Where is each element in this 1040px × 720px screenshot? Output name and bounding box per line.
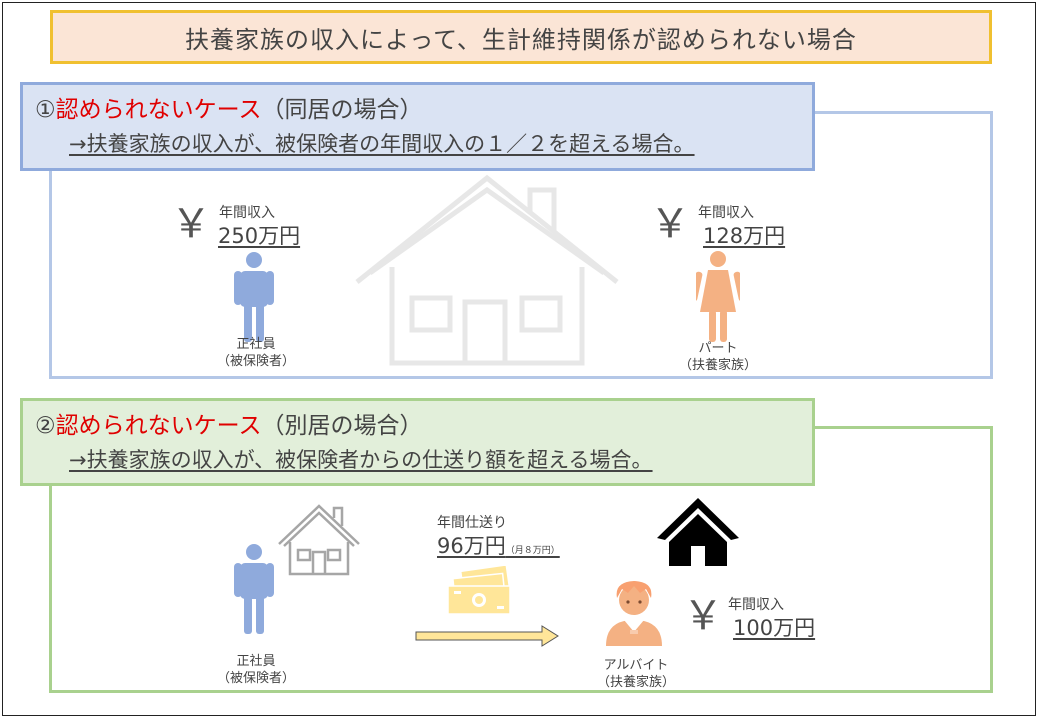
employee-person-icon (234, 544, 274, 634)
case1-description: →扶養家族の収入が、被保険者の年間収入の１／２を超える場合。 (69, 132, 695, 156)
yen-icon: ￥ (171, 201, 211, 247)
case2-employee-role-sub: （被保険者） (216, 671, 295, 686)
page-title-text: 扶養家族の収入によって、生計維持関係が認められない場合 (185, 25, 857, 54)
case1-header: ①認められないケース（同居の場合） →扶養家族の収入が、被保険者の年間収入の１／… (20, 82, 815, 171)
case1-dependent-income-label: 年間収入 (698, 205, 754, 221)
remittance-label: 年間仕送り (437, 515, 507, 531)
money-bills-icon (447, 566, 511, 615)
remittance-amount-value: 96万円 (437, 534, 506, 558)
case2-dependent-role-text: アルバイト (603, 658, 669, 673)
yen-icon: ￥ (650, 201, 690, 247)
case1-employee-role: 正社員 （被保険者） (206, 336, 306, 370)
remittance-monthly: （月８万円） (505, 546, 560, 556)
case1-condition: （同居の場合） (261, 97, 423, 123)
dependent-woman-icon (696, 251, 740, 342)
case2-dependent-income: 100万円 (733, 616, 816, 640)
case2-dependent-role: アルバイト （扶養家族） (586, 657, 686, 691)
case1-employee-income-label: 年間収入 (219, 205, 275, 221)
case2-condition: （別居の場合） (261, 413, 423, 439)
case1-label: 認められないケース (55, 97, 262, 123)
case2-header: ②認められないケース（別居の場合） →扶養家族の収入が、被保険者からの仕送り額を… (20, 398, 815, 486)
case1-employee-role-sub: （被保険者） (216, 354, 295, 369)
case2-description: →扶養家族の収入が、被保険者からの仕送り額を超える場合。 (69, 448, 653, 472)
case2-dependent-income-label: 年間収入 (728, 597, 784, 613)
employee-home-icon (278, 504, 360, 576)
remittance-amount: 96万円（月８万円） (437, 530, 560, 560)
remittance-arrow-icon (415, 625, 559, 647)
case2-number: ② (35, 413, 56, 439)
case2-dependent-role-sub: （扶養家族） (596, 675, 675, 690)
employee-person-icon (234, 252, 274, 342)
case1-dependent-role: パート （扶養家族） (668, 340, 768, 374)
case1-dependent-role-sub: （扶養家族） (678, 358, 757, 373)
part-timer-avatar-icon (606, 581, 662, 646)
case1-dependent-income: 128万円 (703, 224, 786, 248)
page-title: 扶養家族の収入によって、生計維持関係が認められない場合 (50, 10, 992, 64)
dependent-home-icon (657, 498, 739, 566)
case2-label: 認められないケース (55, 413, 262, 439)
case2-employee-role: 正社員 （被保険者） (206, 653, 306, 687)
case1-employee-income: 250万円 (218, 224, 301, 248)
yen-icon: ￥ (683, 593, 723, 639)
house-outline-icon (355, 174, 619, 366)
case2-employee-role-text: 正社員 (236, 654, 276, 669)
case1-employee-role-text: 正社員 (236, 337, 276, 352)
case1-number: ① (35, 97, 56, 123)
case1-dependent-role-text: パート (698, 341, 738, 356)
